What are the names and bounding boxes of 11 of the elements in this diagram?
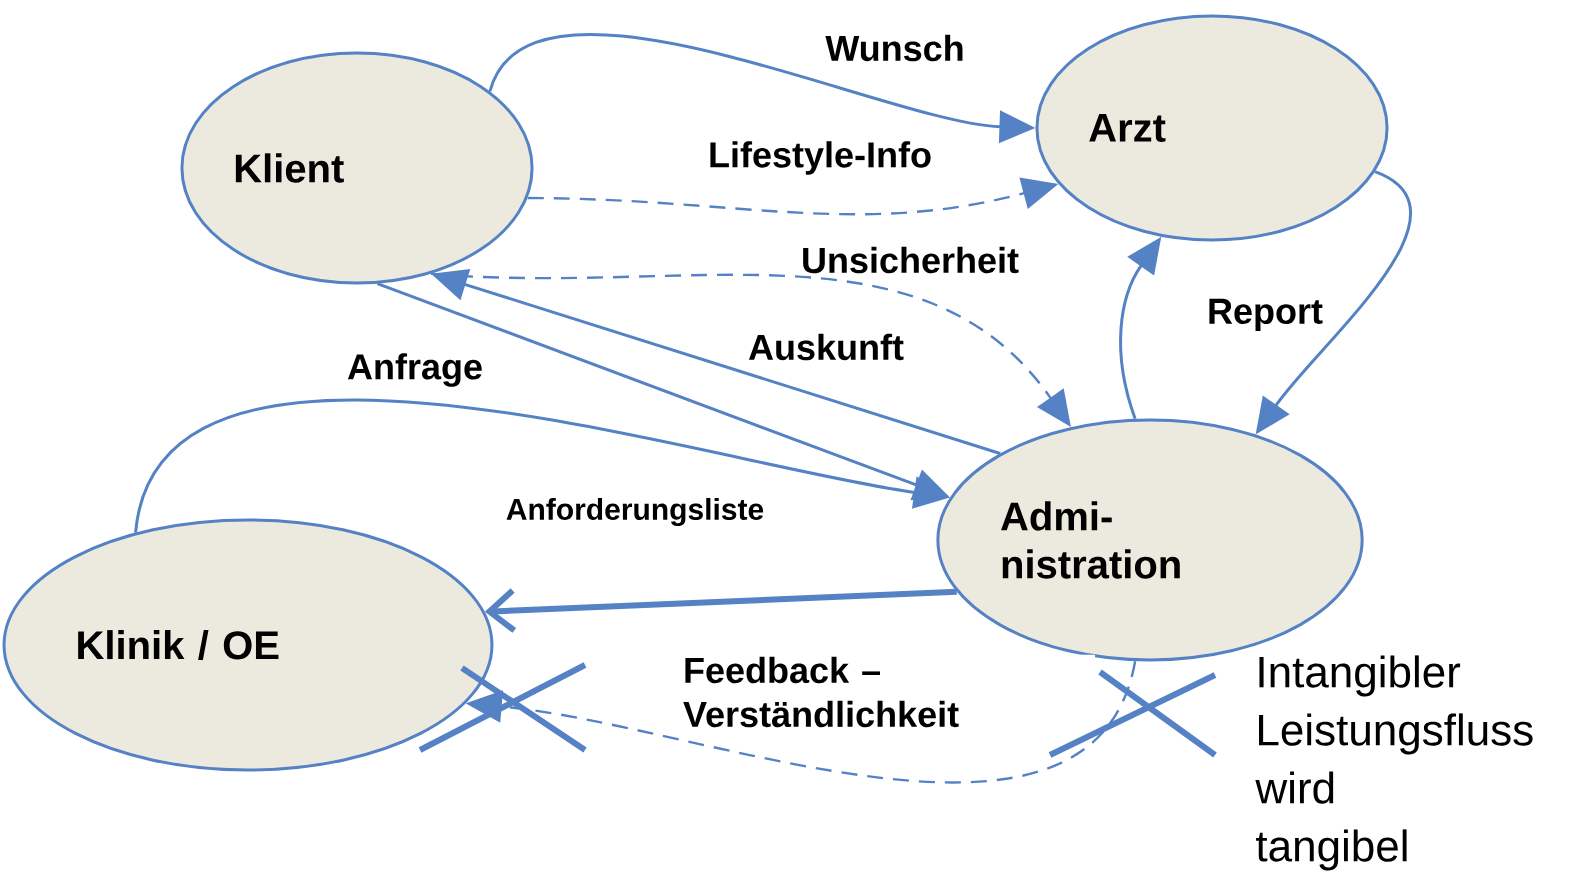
arrow [484,588,957,633]
edge-label: Anforderungsliste [506,497,764,527]
edge-label: Lifestyle-Info [710,141,931,175]
ellipse-node: Arzt [1035,14,1389,242]
ellipse-node: Klient [180,51,534,285]
edge-label: Auskunft [748,333,904,361]
edge-label: Wunsch [825,34,963,62]
ellipse-node: Klinik / OE [2,518,494,772]
edge-label: Anfrage [347,353,482,387]
edge-label: Report [1209,298,1323,332]
edge-label: Unsicherheit [803,246,1019,274]
